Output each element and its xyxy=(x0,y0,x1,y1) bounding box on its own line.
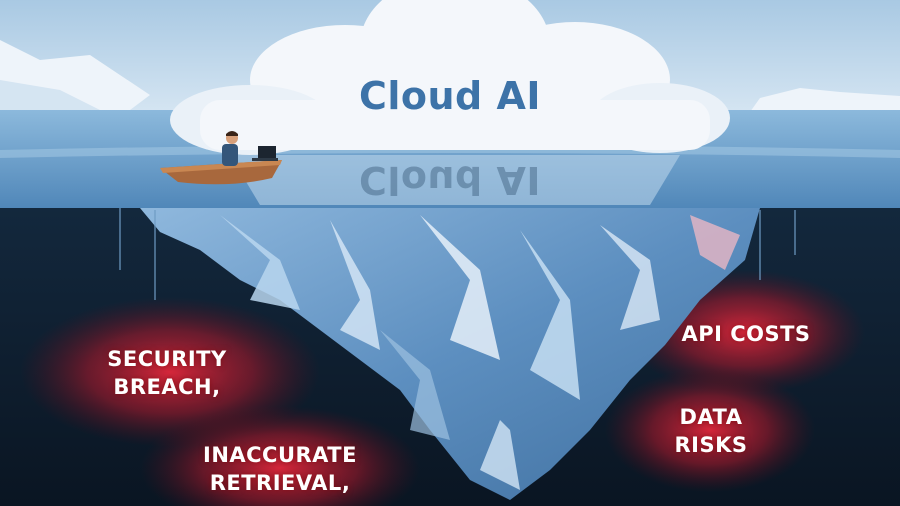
cloud-ai-reflection: Cloud AI xyxy=(358,158,542,202)
security-breach-label: SECURITY BREACH, xyxy=(107,347,227,399)
data-glow xyxy=(605,368,815,492)
cloud-reflection xyxy=(230,155,680,205)
iceberg xyxy=(140,208,760,500)
person-with-laptop-icon xyxy=(222,131,278,166)
right-glacier xyxy=(750,88,900,112)
boat xyxy=(160,160,282,185)
retrieval-glow xyxy=(140,406,420,506)
cloud xyxy=(170,0,730,155)
data-risks-label: DATA RISKS xyxy=(674,405,748,457)
cloud-ai-title: Cloud AI xyxy=(358,74,542,118)
inaccurate-retrieval-label: INACCURATE RETRIEVAL, xyxy=(203,443,357,495)
api-costs-label: API COSTS xyxy=(681,322,811,346)
